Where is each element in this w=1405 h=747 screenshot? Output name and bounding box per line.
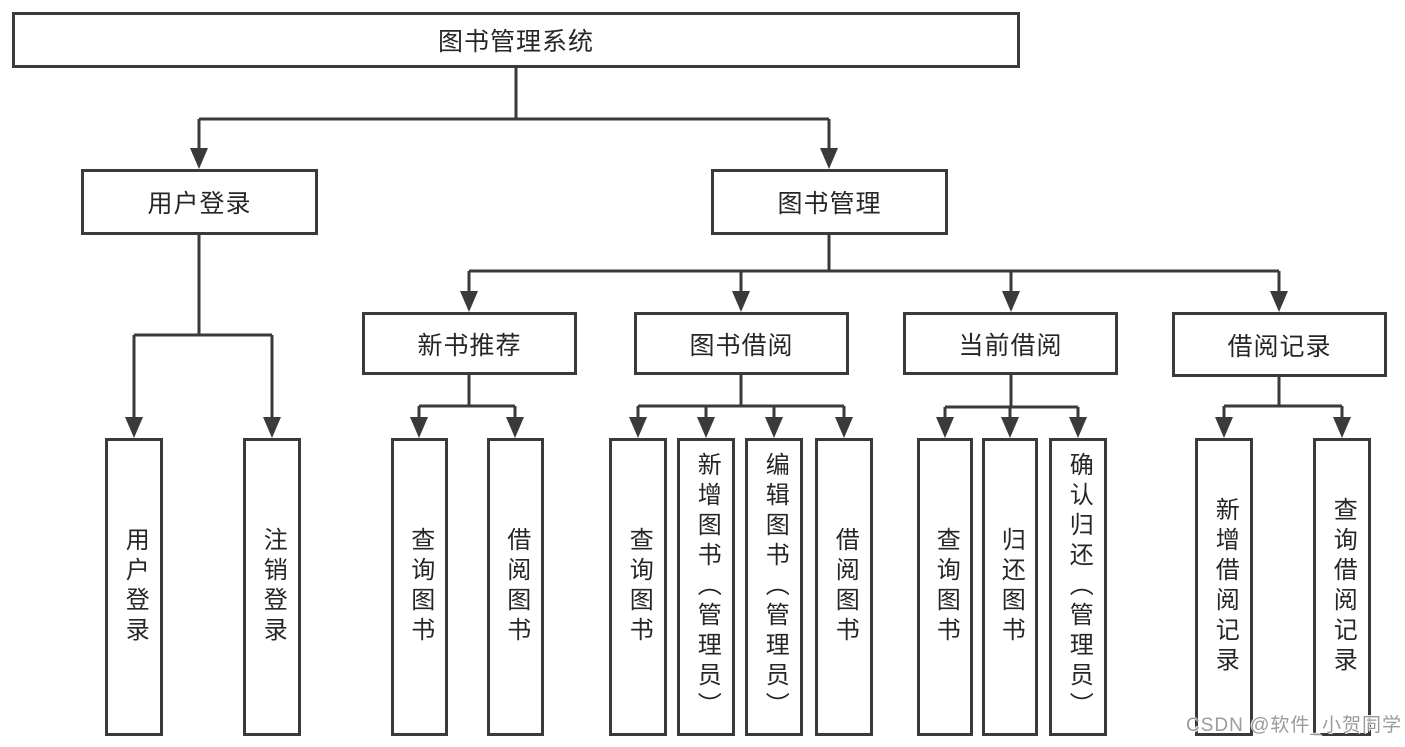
node-book-management: 图书管理: [711, 169, 948, 235]
node-book-borrowing-label: 图书借阅: [689, 331, 794, 360]
node-user-login: 用户登录: [81, 169, 318, 235]
node-borrowing-records-label: 借阅记录: [1227, 332, 1332, 361]
leaf-add-book-admin: 新增图书（管理员）: [677, 438, 735, 736]
leaf-add-book-admin-label: 新增图书（管理员）: [693, 452, 721, 722]
leaf-logout-label: 注销登录: [259, 527, 287, 647]
leaf-add-borrow-record-label: 新增借阅记录: [1211, 497, 1239, 677]
leaf-user-login: 用户登录: [105, 438, 163, 736]
leaf-borrow-books-recommend: 借阅图书: [487, 438, 544, 736]
leaf-query-books-recommend: 查询图书: [391, 438, 448, 736]
node-book-borrowing: 图书借阅: [634, 312, 849, 375]
leaf-edit-book-admin-label: 编辑图书（管理员）: [761, 452, 789, 722]
leaf-borrow-books-borrowing: 借阅图书: [815, 438, 873, 736]
leaf-query-books-borrowing-label: 查询图书: [625, 527, 653, 647]
leaf-logout: 注销登录: [243, 438, 301, 736]
leaf-query-borrow-record: 查询借阅记录: [1313, 438, 1371, 736]
csdn-watermark: CSDN @软件_小贺同学: [1186, 715, 1402, 736]
node-new-book-recommend-label: 新书推荐: [417, 331, 522, 360]
node-current-borrowing: 当前借阅: [903, 312, 1118, 375]
leaf-borrow-books-recommend-label: 借阅图书: [502, 527, 530, 647]
leaf-confirm-return-admin-label: 确认归还（管理员）: [1065, 452, 1093, 722]
leaf-query-books-recommend-label: 查询图书: [406, 527, 434, 647]
node-library-system: 图书管理系统: [12, 12, 1020, 68]
leaf-return-books: 归还图书: [982, 438, 1038, 736]
leaf-query-borrow-record-label: 查询借阅记录: [1329, 497, 1357, 677]
node-user-login-label: 用户登录: [147, 190, 252, 218]
node-library-system-label: 图书管理系统: [437, 28, 594, 56]
leaf-query-books-borrowing: 查询图书: [609, 438, 667, 736]
node-current-borrowing-label: 当前借阅: [958, 331, 1063, 360]
node-borrowing-records: 借阅记录: [1172, 312, 1387, 377]
node-new-book-recommend: 新书推荐: [362, 312, 577, 375]
leaf-query-books-current-label: 查询图书: [932, 527, 960, 647]
leaf-borrow-books-borrowing-label: 借阅图书: [831, 527, 859, 647]
leaf-confirm-return-admin: 确认归还（管理员）: [1049, 438, 1107, 736]
leaf-user-login-label: 用户登录: [121, 527, 149, 647]
node-book-management-label: 图书管理: [777, 190, 882, 218]
leaf-query-books-current: 查询图书: [917, 438, 973, 736]
leaf-return-books-label: 归还图书: [997, 527, 1025, 647]
leaf-edit-book-admin: 编辑图书（管理员）: [745, 438, 803, 736]
leaf-add-borrow-record: 新增借阅记录: [1195, 438, 1253, 736]
arrowheads: [125, 148, 1351, 438]
